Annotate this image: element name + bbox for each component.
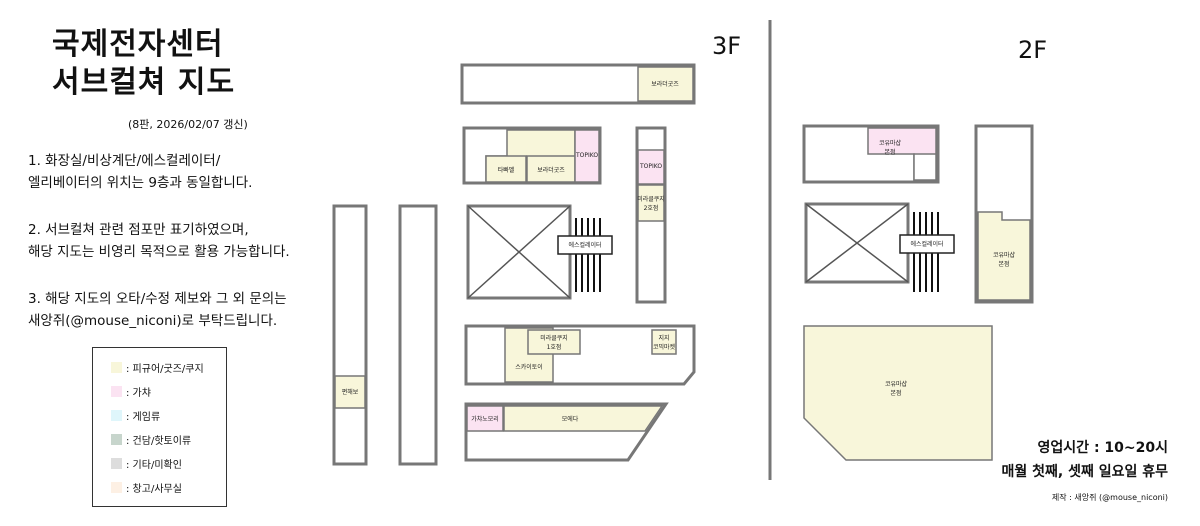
legend-swatch-gacha (111, 386, 122, 397)
note-1-line-1: 1. 화장실/비상계단/에스컬레이터/ (28, 153, 221, 169)
2f-shop-koyuma-main-branch: 본점 (890, 390, 901, 397)
3f-shop-bora-mid-label: 보라더굿즈 (537, 166, 565, 174)
legend-swatch-other (111, 458, 122, 469)
legend-item-storage: : 창고/사무실 (111, 480, 182, 495)
legend-label-figure: : 피규어/굿즈/쿠지 (126, 364, 204, 375)
legend-swatch-storage (111, 482, 122, 493)
note-3: 3. 해당 지도의 오타/수정 제보와 그 외 문의는 새앙쥐(@mouse_n… (28, 288, 328, 332)
business-hours: 영업시간 : 10~20시 매월 첫째, 셋째 일요일 휴무 (1002, 436, 1169, 484)
3f-shop-miracle-1-branch: 1호점 (547, 344, 562, 351)
legend-item-game: : 게임류 (111, 408, 160, 423)
floor-label-2f: 2F (1018, 36, 1048, 64)
3f-shop-miracle-2-label: 미라클쿠지 (637, 195, 665, 203)
3f-shop-gachanomori-label: 가챠노모리 (471, 415, 499, 423)
2f-shop-koyuma-gacha-label: 코유마샵 (879, 139, 902, 147)
3f-shop-moeda[interactable] (503, 405, 664, 432)
2f-shop-koyuma-right[interactable] (977, 211, 1031, 301)
legend-swatch-game (111, 410, 122, 421)
legend-item-gundam: : 건담/핫토이류 (111, 432, 191, 447)
3f-shop-topiko-b-label: TOPIKO (639, 163, 662, 170)
2f-shop-koyuma-right-label: 코유마샵 (993, 251, 1016, 259)
3f-escalator-stairs (575, 218, 601, 292)
3f-shop-miracle-2[interactable] (637, 184, 665, 222)
3f-escalator-sign (557, 235, 613, 255)
3f-left-column-a (332, 204, 368, 466)
3f-shop-bora-top-label: 보라더굿즈 (651, 80, 679, 88)
3f-shop-tappamel[interactable] (485, 155, 527, 183)
3f-shop-pyeonhaebo[interactable] (334, 375, 366, 409)
note-1: 1. 화장실/비상계단/에스컬레이터/ 엘리베이터의 위치는 9층과 동일합니다… (28, 150, 328, 194)
3f-shop-bora-top[interactable] (637, 66, 694, 102)
credit-note: 제작 : 새앙쥐 (@mouse_niconi) (1051, 493, 1168, 502)
note-3-line-2: 새앙쥐(@mouse_niconi)로 부탁드립니다. (28, 313, 278, 329)
notes-section: 1. 화장실/비상계단/에스컬레이터/ 엘리베이터의 위치는 9층과 동일합니다… (28, 150, 328, 357)
note-2-line-1: 2. 서브컬쳐 관련 점포만 표기하였으며, (28, 222, 249, 238)
legend-label-gundam: : 건담/핫토이류 (126, 436, 192, 447)
3f-shop-topiko-b[interactable] (637, 149, 665, 185)
hours-line-1: 영업시간 : 10~20시 (1037, 440, 1168, 456)
legend-label-storage: : 창고/사무실 (126, 484, 182, 495)
legend-swatch-figure (111, 362, 122, 373)
3f-shop-jiji[interactable] (651, 329, 677, 355)
2f-shop-koyuma-main-label: 코유마샵 (885, 380, 908, 388)
note-3-line-1: 3. 해당 지도의 오타/수정 제보와 그 외 문의는 (28, 291, 287, 307)
floor-2f-map: 코유마샵 본점 코유마샵 본점 에스컬레이터 코유마샵 본점 (802, 124, 1034, 461)
3f-shop-tappamel-label: 타빠멜 (498, 166, 515, 174)
note-2-line-2: 해당 지도는 비영리 목적으로 활용 가능합니다. (28, 244, 290, 260)
2f-escalator-sign (899, 234, 955, 254)
3f-shop-miracle-1[interactable] (527, 329, 581, 355)
legend-label-gacha: : 가챠 (126, 388, 151, 399)
legend-swatch-gundam (111, 434, 122, 445)
title-line-2: 서브컬쳐 지도 (52, 65, 236, 100)
edition-note: (8판, 2026/02/07 갱신) (128, 118, 248, 131)
title-line-1: 국제전자센터 (52, 27, 224, 62)
floor-label-3f: 3F (712, 32, 742, 60)
3f-shop-topiko-a[interactable] (574, 129, 600, 183)
legend-item-figure: : 피규어/굿즈/쿠지 (111, 360, 204, 375)
3f-shop-pyeonhaebo-label: 편해보 (342, 388, 359, 396)
3f-shop-miracle-1-label: 미라클쿠지 (540, 334, 568, 342)
legend-item-gacha: : 가챠 (111, 384, 151, 399)
3f-shop-moeda-label: 모에다 (562, 415, 579, 423)
3f-left-column-b (398, 204, 438, 466)
2f-shop-koyuma-right-branch: 본점 (998, 261, 1009, 268)
legend-label-other: : 기타/미확인 (126, 460, 182, 471)
note-2: 2. 서브컬쳐 관련 점포만 표기하였으며, 해당 지도는 비영리 목적으로 활… (28, 219, 328, 263)
2f-escalator-label: 에스컬레이터 (910, 240, 943, 248)
2f-shop-koyuma-main[interactable] (803, 325, 993, 461)
legend-label-game: : 게임류 (126, 412, 161, 423)
legend-box: : 피규어/굿즈/쿠지 : 가챠 : 게임류 : 건담/핫토이류 : 기타/미확… (92, 347, 227, 507)
hours-line-2: 매월 첫째, 셋째 일요일 휴무 (1001, 464, 1169, 480)
3f-shop-miracle-2-branch: 2호점 (644, 205, 659, 212)
3f-shop-jiji-label: 지지 (658, 334, 669, 342)
note-1-line-2: 엘리베이터의 위치는 9층과 동일합니다. (28, 175, 253, 191)
floor-3f-map: 보라더굿즈 타빠멜 보라더굿즈 TOPIKO TOPIKO 미라클쿠지 2호점 … (332, 63, 696, 466)
3f-shop-topiko-a-label: TOPIKO (575, 152, 598, 159)
2f-shop-koyuma-gacha-branch: 본점 (884, 149, 895, 156)
legend-item-other: : 기타/미확인 (111, 456, 182, 471)
3f-shop-bora-mid[interactable] (526, 155, 576, 183)
3f-shop-gachanomori[interactable] (466, 405, 504, 432)
3f-shop-skytoy-label: 스카이토이 (515, 363, 543, 371)
3f-shop-jiji-branch: 코믹마켓 (653, 343, 676, 351)
3f-escalator-label: 에스컬레이터 (568, 241, 601, 249)
map-title: 국제전자센터 서브컬쳐 지도 (52, 26, 235, 102)
